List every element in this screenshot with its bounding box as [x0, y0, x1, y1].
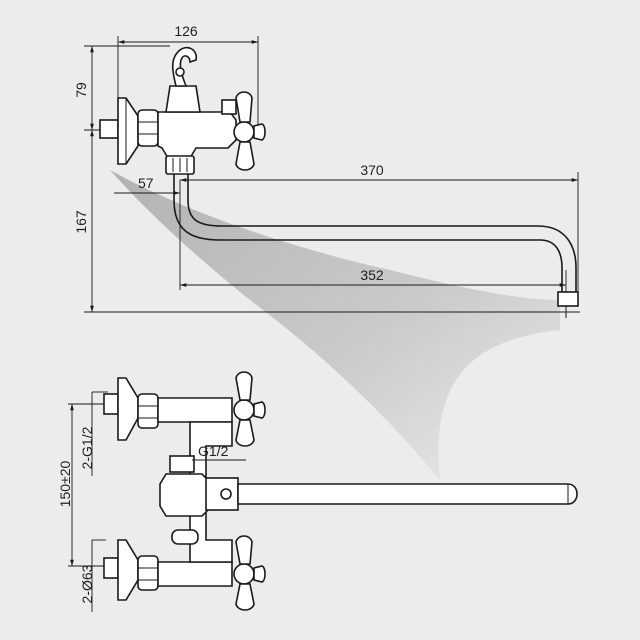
- dim-flange-diameter: 2-Ø63: [79, 539, 106, 612]
- dim-inlet-thread-label: 2-G1/2: [79, 426, 95, 469]
- lower-wall-flange: [103, 539, 233, 601]
- dim-spout-total-label: 370: [360, 162, 384, 178]
- mixer-body-top: [137, 46, 237, 175]
- spout-pipe-top: [173, 174, 579, 318]
- dim-spout-inner-label: 352: [360, 267, 384, 283]
- dim-outlet-thread-label: G1/2: [198, 443, 229, 459]
- dim-offset-57: 57: [114, 175, 180, 195]
- wall-flange-top: [99, 97, 139, 165]
- mixer-body-front: G1/2: [159, 421, 246, 563]
- upper-cross-handle: [233, 371, 266, 447]
- dim-offset-label: 57: [138, 175, 154, 191]
- dim-width-126: 126: [117, 23, 259, 128]
- background-shadow: [110, 170, 560, 480]
- dim-height-bottom-label: 167: [73, 210, 89, 234]
- bottom-view: 150±20 2-G1/2 2-Ø63: [57, 371, 578, 612]
- dim-center-distance-label: 150±20: [57, 460, 73, 507]
- dim-height-167: 167: [73, 130, 580, 313]
- dim-height-top-label: 79: [73, 82, 89, 98]
- dim-flange-diameter-label: 2-Ø63: [79, 564, 95, 603]
- dim-height-79: 79: [73, 45, 170, 131]
- spout-pipe-front: [237, 483, 578, 505]
- upper-wall-flange: [103, 377, 233, 441]
- cross-handle-top: [233, 91, 266, 171]
- top-view: 126 79 167 57 370: [73, 23, 580, 318]
- lower-cross-handle: [233, 535, 266, 611]
- dim-inlet-thread: 2-G1/2: [79, 391, 108, 476]
- dim-width-label: 126: [174, 23, 198, 39]
- dim-spout-352: 352: [179, 180, 567, 292]
- dim-spout-370: 370: [180, 162, 579, 300]
- dim-center-distance: 150±20: [57, 403, 118, 567]
